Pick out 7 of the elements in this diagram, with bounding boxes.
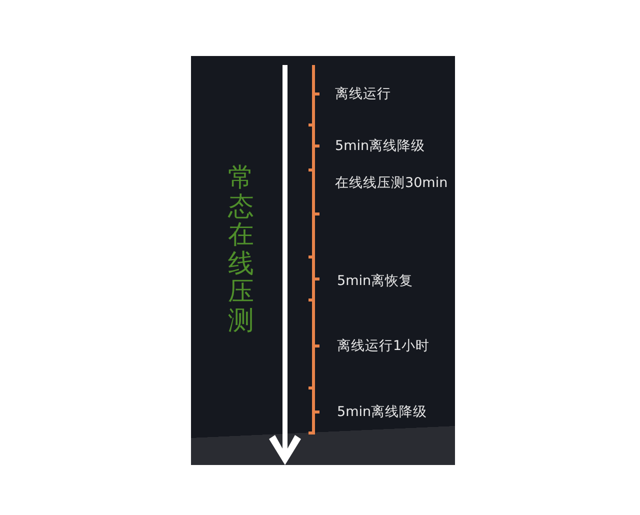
step-label: 离线运行	[335, 85, 391, 103]
step-label: 离线运行1小时	[337, 337, 430, 355]
step-label: 5min离恢复	[337, 272, 414, 290]
step-label: 5min离线降级	[335, 137, 426, 155]
step-label: 在线线压测30min	[335, 174, 448, 192]
step-label: 5min离线降级	[337, 403, 428, 421]
vertical-label: 常态在线压测	[228, 164, 254, 336]
